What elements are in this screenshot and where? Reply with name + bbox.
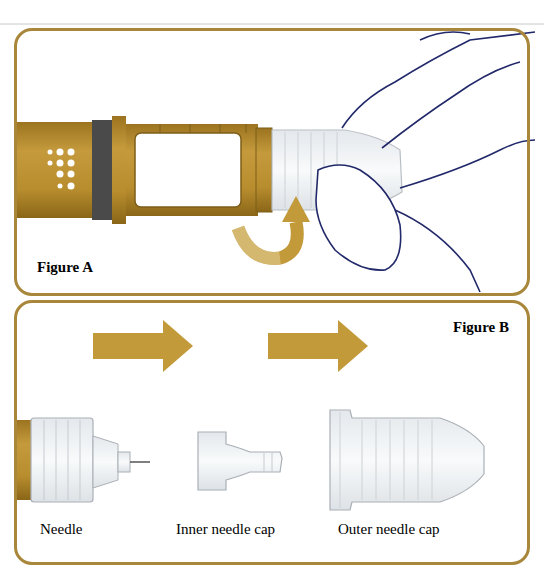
figure-panel: Figure A <box>14 28 530 296</box>
needle-part <box>17 418 150 502</box>
outer-cap <box>330 410 484 510</box>
hand <box>316 32 535 292</box>
part-name: Outer needle cap <box>338 521 440 538</box>
step-arrow <box>93 320 368 372</box>
figure-title: Figure B <box>453 319 509 336</box>
inner-cap <box>198 432 282 490</box>
pen <box>17 116 272 224</box>
twist-arrow <box>238 196 310 258</box>
part-name: Needle <box>40 521 82 538</box>
top-rule <box>0 24 544 25</box>
figure-title: Figure A <box>37 259 93 276</box>
part-name: Inner needle cap <box>176 521 275 538</box>
